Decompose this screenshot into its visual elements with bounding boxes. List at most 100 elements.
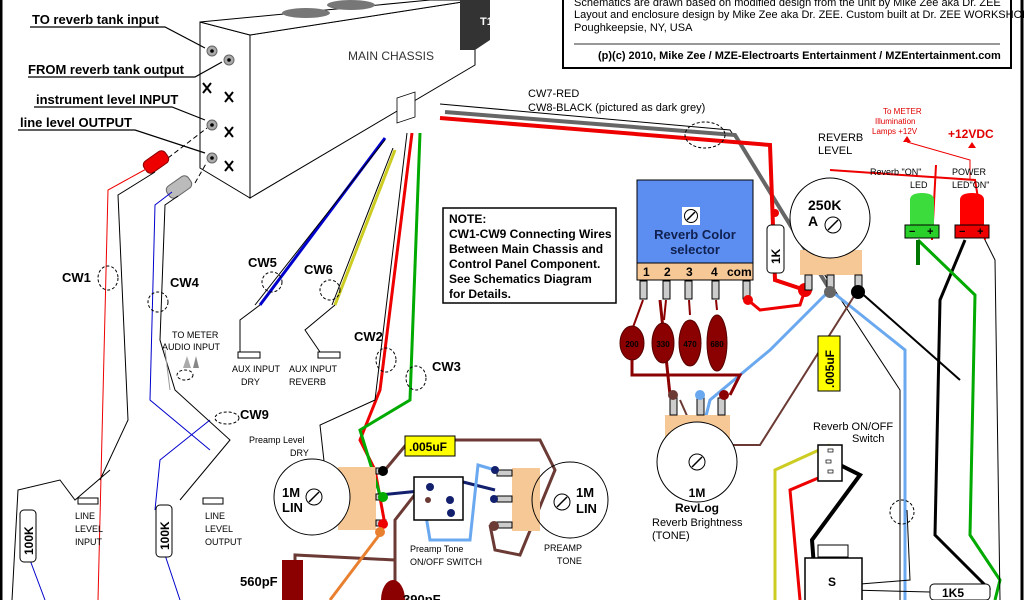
preamp-level-pot[interactable]: [273, 458, 388, 537]
pot-value: 1M: [576, 485, 594, 500]
label-cw7: CW7-RED: [528, 88, 579, 100]
label-cw5: CW5: [248, 255, 277, 270]
reverb-color-selector[interactable]: Reverb Color selector 1 2 3 4 com: [636, 179, 754, 300]
resistor-1k: 1K: [743, 209, 812, 305]
note-line: for Details.: [449, 287, 511, 301]
note-line: Control Panel Component.: [449, 257, 600, 271]
power-on-led: −+: [954, 193, 990, 239]
preamp-tone-switch[interactable]: [413, 476, 464, 521]
label-to-reverb-tank-input: TO reverb tank input: [32, 12, 160, 27]
credits-line1: Schematics are drawn based on modified d…: [574, 0, 1001, 9]
revlog-pot[interactable]: [656, 390, 738, 503]
power-led-label: POWER: [952, 167, 987, 177]
credits-line3: Poughkeepsie, NY, USA: [574, 22, 693, 34]
line-output-jack: [202, 497, 224, 505]
cap-560-label: 560pF: [240, 574, 278, 589]
aux-reverb-label: AUX INPUT: [289, 364, 338, 374]
note-box: NOTE: CW1-CW9 Connecting Wires Between M…: [442, 207, 617, 304]
reverb-level-pot[interactable]: [789, 177, 871, 299]
reverb-switch-label: Switch: [852, 433, 884, 445]
selector-title: selector: [670, 242, 720, 257]
label-instrument-input: instrument level INPUT: [36, 92, 178, 107]
svg-text:.005uF: .005uF: [823, 350, 837, 388]
transformer-label: T1: [480, 16, 493, 28]
svg-text:LEVEL: LEVEL: [205, 524, 233, 534]
line-input-jack: [77, 497, 99, 505]
pot-name: RevLog: [675, 501, 719, 515]
svg-text:LINE: LINE: [205, 511, 225, 521]
preamp-tone-label: PREAMP: [544, 543, 582, 553]
cap-label: 200: [625, 340, 639, 349]
resistor-label: 1K: [769, 248, 783, 264]
label-cw4: CW4: [170, 275, 200, 290]
svg-text:+: +: [977, 226, 983, 238]
tone-switch-label: Preamp Tone: [410, 544, 463, 554]
pot-taper: LIN: [282, 500, 303, 515]
label-cw8: CW8-BLACK (pictured as dark grey): [528, 102, 705, 114]
aux-dry-label: AUX INPUT: [232, 364, 281, 374]
cap-label: 470: [683, 340, 697, 349]
pot-value: 1M: [689, 486, 706, 500]
tone-switch-label: ON/OFF SWITCH: [410, 557, 482, 567]
pin-label: 3: [686, 265, 693, 279]
resistor-100k: 100K: [155, 504, 173, 558]
note-line: CW1-CW9 Connecting Wires: [449, 227, 612, 241]
pin-label: 2: [664, 265, 671, 279]
label-cw6: CW6: [304, 262, 333, 277]
supply-voltage-label: +12VDC: [948, 127, 994, 141]
note-line: NOTE:: [449, 212, 486, 226]
chassis-title: MAIN CHASSIS: [348, 49, 434, 63]
pot-desc: Reverb Brightness: [652, 517, 743, 529]
pot-taper: LIN: [576, 501, 597, 516]
wires: [11, 103, 1002, 600]
note-line: See Schematics Diagram: [449, 272, 592, 286]
pot-desc: (TONE): [652, 530, 690, 542]
label-from-reverb-tank-output: FROM reverb tank output: [28, 62, 185, 77]
copyright: (p)(c) 2010, Mike Zee / MZE-Electroarts …: [598, 50, 1001, 62]
label-cw3: CW3: [432, 359, 461, 374]
pin-label: 4: [711, 265, 718, 279]
svg-text:LINE: LINE: [75, 511, 95, 521]
reverb-led-label: LED: [910, 180, 928, 190]
pot-taper: A: [808, 213, 818, 229]
reverb-level-label: LEVEL: [818, 145, 852, 157]
cap-label: 330: [656, 340, 670, 349]
svg-text:1K5: 1K5: [942, 586, 964, 600]
capacitor-560pf: [282, 560, 303, 600]
preamp-tone-label: TONE: [557, 556, 582, 566]
preamp-level-label: Preamp Level: [249, 435, 305, 445]
label-cw1: CW1: [62, 270, 91, 285]
capacitor-005uf-left: .005uF: [404, 435, 456, 457]
capacitor-005uf-right: .005uF: [817, 335, 841, 392]
svg-text:OUTPUT: OUTPUT: [205, 537, 243, 547]
power-led-label: LED"ON": [952, 180, 989, 190]
cap-label: 680: [710, 340, 724, 349]
resistor-100k: 100K: [19, 509, 37, 563]
svg-text:INPUT: INPUT: [75, 537, 103, 547]
svg-text:100K: 100K: [22, 526, 36, 555]
preamp-tone-pot[interactable]: [489, 461, 609, 539]
svg-text:100K: 100K: [158, 521, 172, 550]
capacitor-390pf: [381, 580, 405, 600]
svg-text:−: −: [959, 226, 965, 238]
label-cw9: CW9: [240, 407, 269, 422]
resistor-1k5: 1K5: [929, 583, 991, 600]
main-chassis: T1 MAIN CHASSIS: [199, 0, 493, 199]
svg-text:−: −: [909, 226, 915, 238]
pin-label: com: [727, 265, 752, 279]
meter-audio-label: AUDIO INPUT: [162, 342, 221, 352]
rca-plugs: [142, 127, 208, 199]
meter-lamps-label: To METER: [883, 107, 922, 116]
pot-value: 1M: [282, 485, 300, 500]
pin-label: 1: [643, 265, 650, 279]
aux-dry-jack: [237, 351, 261, 359]
label-line-output: line level OUTPUT: [20, 115, 132, 130]
aux-dry-label: DRY: [241, 377, 260, 387]
output-jack: S: [804, 544, 863, 600]
credits-line2: Layout and enclosure design by Mike Zee …: [574, 9, 1024, 21]
aux-reverb-label: REVERB: [289, 377, 326, 387]
svg-text:+: +: [927, 226, 933, 238]
aux-reverb-jack: [317, 351, 341, 359]
meter-audio-label: TO METER: [172, 330, 219, 340]
